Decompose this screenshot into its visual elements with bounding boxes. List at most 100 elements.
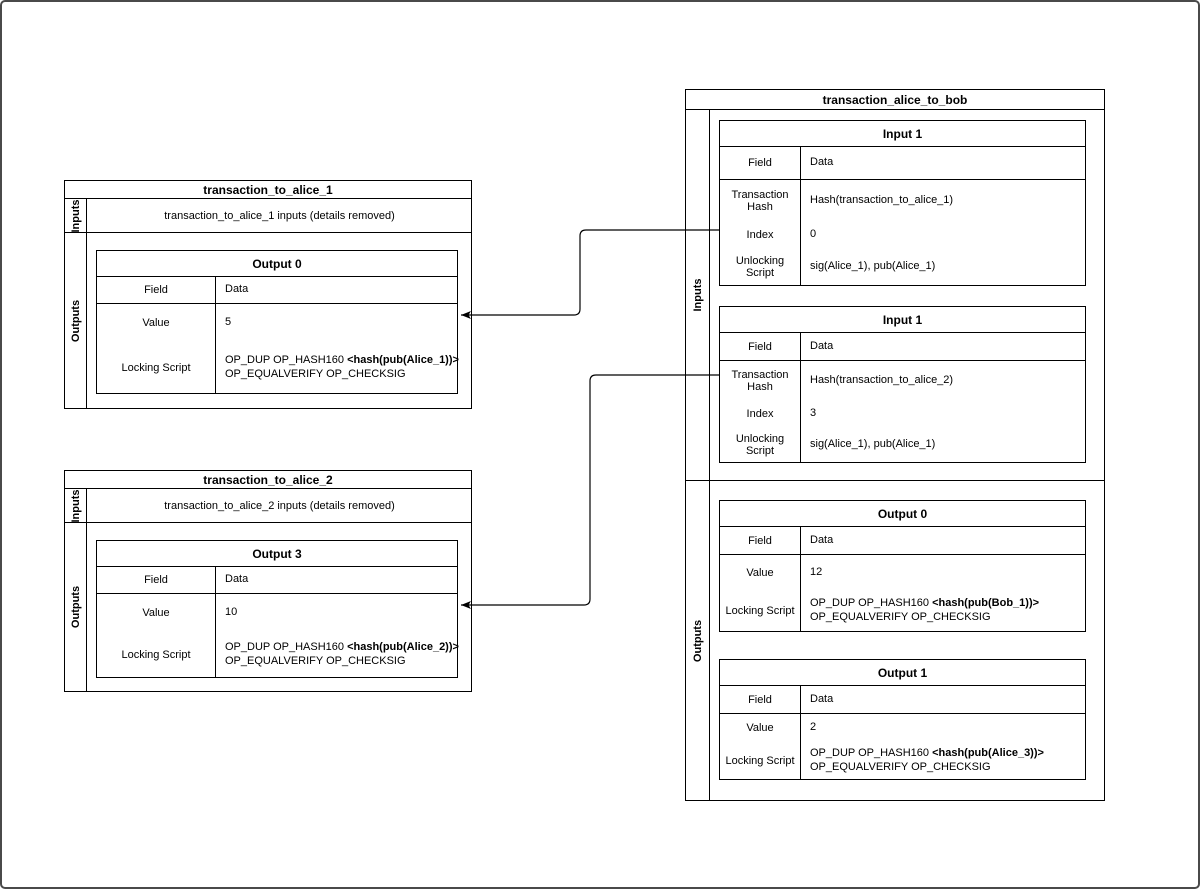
output-table-title: Output 1 [720,660,1085,686]
inputs-section: Inputs transaction_to_alice_1 inputs (de… [65,199,471,233]
locking-script-label: Locking Script [97,342,216,394]
inputs-section: Inputs transaction_to_alice_2 inputs (de… [65,489,471,523]
transaction-hash-row: Transaction Hash Hash(transaction_to_ali… [720,180,1085,222]
outputs-band-label: Outputs [691,619,704,662]
table-header-row: Field Data [97,277,457,304]
transaction-box-alice-to-bob: transaction_alice_to_bob Inputs Input 1 … [685,89,1105,801]
unlocking-script-row: Unlocking Script sig(Alice_1), pub(Alice… [720,248,1085,285]
col-field-header: Field [97,567,216,593]
locking-script-data: OP_DUP OP_HASH160 <hash(pub(Alice_1))> O… [216,342,459,394]
locking-script-data: OP_DUP OP_HASH160 <hash(pub(Bob_1))> OP_… [801,591,1085,631]
arrow-input2-to-alice2-output3 [461,374,719,609]
outputs-band-label: Outputs [69,585,82,629]
value-data: 10 [225,606,238,619]
outputs-band: Outputs [65,523,87,691]
output-table-0: Output 0 Field Data Value 5 Locking Scri… [96,250,459,394]
transaction-box-to-alice-1: transaction_to_alice_1 Inputs transactio… [64,180,472,409]
col-field-header: Field [97,277,216,303]
inputs-summary: transaction_to_alice_2 inputs (details r… [164,499,395,512]
unlocking-script-data: sig(Alice_1), pub(Alice_1) [810,437,936,450]
col-data-header: Data [810,156,834,169]
locking-script-label: Locking Script [720,591,801,631]
script-hash-pubkey: <hash(pub(Bob_1))> [932,597,1040,610]
inputs-band-label: Inputs [69,199,82,232]
transaction-hash-row: Transaction Hash Hash(transaction_to_ali… [720,361,1085,401]
output-table-1: Output 1 Field Data Value 2 Locking Scri… [719,659,1086,780]
locking-script-row: Locking Script OP_DUP OP_HASH160 <hash(p… [720,591,1085,631]
table-header-row: Field Data [97,567,457,594]
outputs-section: Outputs Output 0 Field Data Value 5 Lock… [65,233,471,408]
output-table-title: Output 3 [97,541,457,567]
table-header-row: Field Data [720,333,1085,361]
script-line-2: OP_EQUALVERIFY OP_CHECKSIG [225,368,406,380]
col-field-header: Field [720,333,801,360]
script-line-2: OP_EQUALVERIFY OP_CHECKSIG [810,611,991,623]
transaction-box-to-alice-2: transaction_to_alice_2 Inputs transactio… [64,470,472,692]
script-opcodes: OP_DUP OP_HASH160 [810,597,933,610]
outputs-band: Outputs [65,233,87,408]
output-table-title: Output 0 [720,501,1085,527]
script-line-1: OP_DUP OP_HASH160 <hash(pub(Alice_2))> [225,641,459,655]
index-row: Index 3 [720,401,1085,427]
script-line-2: OP_EQUALVERIFY OP_CHECKSIG [225,654,406,667]
index-row: Index 0 [720,222,1085,248]
value-data: 12 [810,566,823,579]
outputs-section: Outputs Output 0 Field Data Value 12 Loc… [686,481,1104,800]
output-table-title: Output 0 [97,251,457,277]
table-header-row: Field Data [720,686,1085,714]
input-table-1: Input 1 Field Data Transaction Hash Hash… [719,120,1086,286]
locking-script-data: OP_DUP OP_HASH160 <hash(pub(Alice_2))> O… [216,632,459,677]
transaction-title: transaction_to_alice_2 [65,471,471,489]
script-line-1: OP_DUP OP_HASH160 <hash(pub(Alice_3))> [810,747,1085,761]
script-hash-pubkey: <hash(pub(Alice_1))> [347,354,459,367]
locking-script-row: Locking Script OP_DUP OP_HASH160 <hash(p… [97,632,459,677]
locking-script-data: OP_DUP OP_HASH160 <hash(pub(Alice_3))> O… [801,742,1085,779]
script-opcodes: OP_DUP OP_HASH160 [810,746,933,759]
value-label: Value [720,555,801,591]
inputs-band: Inputs [65,199,87,232]
unlocking-script-data: sig(Alice_1), pub(Alice_1) [810,259,936,272]
col-field-header: Field [720,147,801,179]
inputs-band: Inputs [65,489,87,522]
outputs-section: Outputs Output 3 Field Data Value 10 Loc… [65,523,471,691]
value-row: Value 5 [97,304,457,342]
col-data-header: Data [810,692,834,705]
output-table-0: Output 0 Field Data Value 12 Locking Scr… [719,500,1086,632]
inputs-band-label: Inputs [691,278,704,312]
unlocking-script-label: Unlocking Script [720,248,801,285]
script-line-1: OP_DUP OP_HASH160 <hash(pub(Alice_1))> [225,354,459,368]
index-label: Index [720,222,801,248]
unlocking-script-label: Unlocking Script [720,427,801,462]
output-table-3: Output 3 Field Data Value 10 Locking Scr… [96,540,459,678]
input-table-2: Input 1 Field Data Transaction Hash Hash… [719,306,1086,463]
col-data-header: Data [810,533,834,546]
locking-script-row: Locking Script OP_DUP OP_HASH160 <hash(p… [97,342,459,394]
locking-script-label: Locking Script [720,742,801,779]
value-row: Value 2 [720,714,1085,742]
value-data: 2 [810,721,817,734]
script-hash-pubkey: <hash(pub(Alice_3))> [932,746,1044,759]
script-line-1: OP_DUP OP_HASH160 <hash(pub(Bob_1))> [810,597,1085,611]
col-data-header: Data [810,339,834,352]
table-header-row: Field Data [720,527,1085,555]
input-table-title: Input 1 [720,307,1085,333]
script-opcodes: OP_DUP OP_HASH160 [225,354,348,367]
outputs-band: Outputs [686,481,710,800]
arrow-input1-to-alice1-output0 [461,229,719,319]
index-data: 0 [810,228,817,241]
unlocking-script-row: Unlocking Script sig(Alice_1), pub(Alice… [720,427,1085,462]
inputs-band-label: Inputs [69,489,82,522]
transaction-hash-label: Transaction Hash [720,180,801,222]
col-field-header: Field [720,686,801,713]
script-line-2: OP_EQUALVERIFY OP_CHECKSIG [810,760,991,773]
inputs-summary: transaction_to_alice_1 inputs (details r… [164,209,395,222]
transaction-hash-data: Hash(transaction_to_alice_2) [810,374,954,387]
value-row: Value 10 [97,594,457,632]
col-field-header: Field [720,527,801,554]
table-header-row: Field Data [720,147,1085,180]
value-data: 5 [225,316,232,329]
index-label: Index [720,401,801,427]
value-label: Value [720,714,801,742]
col-data-header: Data [225,573,249,586]
